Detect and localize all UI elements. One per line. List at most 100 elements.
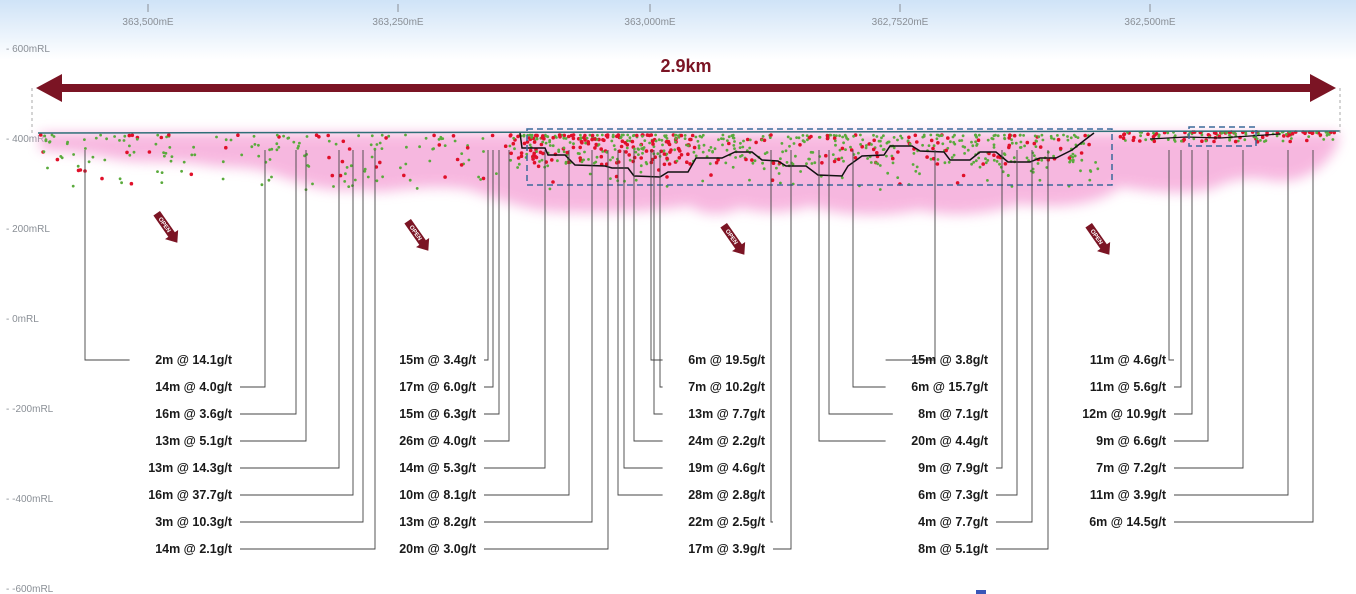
assay-dot — [578, 145, 582, 150]
assay-dot — [1327, 133, 1331, 136]
assay-dot — [590, 137, 594, 142]
intercept-leader — [885, 150, 936, 361]
assay-dot — [424, 136, 428, 140]
assay-dot — [48, 140, 52, 144]
assay-dot — [801, 134, 805, 137]
assay-dot — [720, 137, 723, 141]
assay-dot — [936, 158, 940, 161]
assay-dot — [726, 139, 729, 143]
assay-dot — [169, 159, 173, 163]
assay-dot — [55, 157, 60, 162]
assay-dot — [1007, 136, 1011, 140]
assay-dot — [913, 133, 918, 138]
assay-dot — [961, 134, 965, 138]
assay-dot — [270, 147, 274, 151]
assay-dot — [303, 154, 306, 158]
assay-dot — [1173, 138, 1176, 142]
assay-dot — [282, 134, 285, 138]
assay-dot — [579, 137, 582, 141]
assay-dot — [571, 136, 576, 141]
assay-dot — [1310, 131, 1315, 136]
assay-dot — [1035, 139, 1038, 143]
intercept-label: 7m @ 7.2g/t — [1096, 461, 1167, 475]
assay-dot — [129, 181, 134, 186]
assay-dot — [665, 175, 669, 179]
assay-dot — [1052, 154, 1055, 158]
assay-dot — [612, 144, 616, 148]
assay-dot — [287, 136, 291, 140]
assay-dot — [600, 133, 604, 137]
assay-dot — [481, 176, 486, 181]
intercept-leader — [818, 150, 886, 442]
assay-dot — [630, 139, 635, 144]
assay-dot — [516, 156, 521, 160]
assay-dot — [91, 155, 95, 159]
assay-dot — [275, 142, 279, 146]
assay-dot — [683, 134, 687, 137]
assay-dot — [592, 161, 596, 165]
assay-dot — [1003, 133, 1006, 137]
assay-dot — [252, 134, 256, 138]
span-arrow: 2.9km — [31, 56, 1341, 133]
assay-dot — [1182, 137, 1186, 142]
assay-dot — [660, 138, 664, 142]
assay-dot — [347, 185, 351, 189]
assay-dot — [825, 134, 830, 138]
assay-dot — [906, 139, 910, 143]
assay-dot — [532, 160, 537, 165]
assay-dot — [966, 148, 970, 152]
assay-dot — [1052, 137, 1056, 141]
assay-dot — [688, 162, 692, 166]
assay-dot — [363, 167, 367, 171]
assay-dot — [963, 152, 966, 155]
assay-dot — [459, 163, 464, 167]
assay-dot — [404, 133, 407, 137]
assay-dot — [344, 172, 347, 176]
assay-dot — [844, 135, 848, 138]
assay-dot — [932, 144, 936, 148]
assay-dot — [922, 133, 926, 137]
assay-dot — [528, 143, 532, 147]
intercept-leader — [84, 150, 130, 361]
assay-dot — [250, 145, 254, 149]
assay-dot — [738, 146, 742, 150]
assay-dot — [465, 146, 470, 150]
assay-dot — [562, 133, 567, 138]
assay-dot — [405, 145, 408, 149]
assay-dot — [657, 138, 661, 142]
assay-dot — [122, 139, 126, 142]
assay-dot — [373, 147, 377, 151]
assay-dot — [1071, 160, 1075, 164]
assay-dot — [664, 135, 667, 139]
assay-dot — [896, 138, 899, 142]
assay-dot — [741, 145, 745, 149]
assay-dot — [978, 165, 982, 169]
intercept-leader — [240, 150, 297, 415]
assay-dot — [415, 187, 419, 190]
assay-dot — [1152, 131, 1155, 135]
assay-dot — [992, 158, 996, 162]
intercept-leader — [1168, 150, 1174, 361]
intercept-label: 17m @ 6.0g/t — [399, 380, 477, 394]
assay-dot — [1220, 131, 1224, 135]
assay-dot — [1010, 141, 1014, 145]
intercept-label: 7m @ 10.2g/t — [688, 380, 766, 394]
assay-dot — [931, 146, 935, 151]
assay-dot — [805, 162, 808, 166]
assay-dot — [697, 144, 701, 148]
assay-dot — [127, 144, 131, 148]
assay-dot — [305, 135, 309, 138]
assay-dot — [731, 165, 735, 169]
assay-dot — [113, 135, 116, 138]
assay-dot — [535, 137, 539, 141]
assay-dot — [1200, 133, 1204, 137]
intercept-leader — [484, 150, 489, 361]
assay-dot — [619, 135, 623, 139]
assay-dot — [946, 136, 950, 140]
assay-dot — [159, 135, 164, 140]
assay-dot — [528, 133, 532, 137]
assay-dot — [180, 169, 184, 173]
assay-dot — [1307, 135, 1311, 139]
rl-label: - -200mRL — [6, 404, 54, 415]
intercept-leader — [1174, 150, 1193, 415]
